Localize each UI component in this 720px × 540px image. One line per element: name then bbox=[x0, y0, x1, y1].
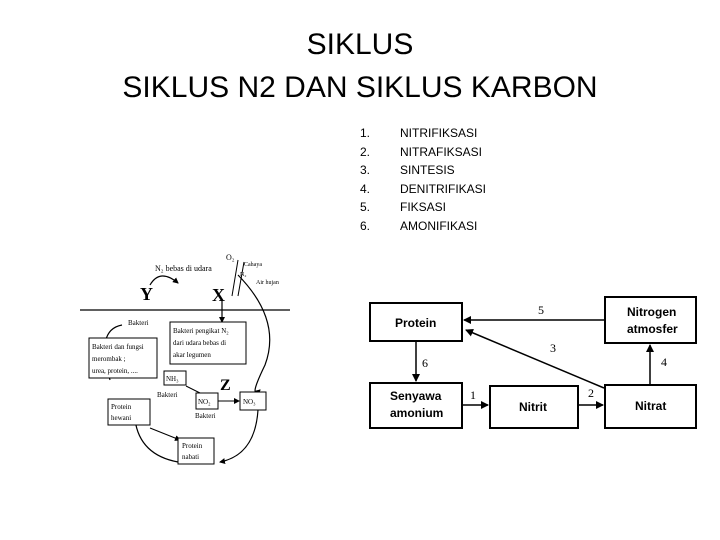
ammonium-box bbox=[369, 382, 463, 429]
protein-box bbox=[369, 302, 463, 342]
list-item: 6.AMONIFIKASI bbox=[360, 218, 478, 233]
list-item: 4.DENITRIFIKASI bbox=[360, 181, 487, 196]
y-label: Y bbox=[140, 284, 153, 304]
decomposer-box bbox=[88, 337, 158, 379]
x-label: X bbox=[212, 285, 225, 305]
ammonium-label: Senyawa bbox=[390, 389, 442, 403]
no2-label: NO₂ bbox=[198, 398, 211, 406]
rain-label: Air hujan bbox=[256, 280, 279, 286]
decomposer-text: urea, protein, .... bbox=[92, 367, 138, 375]
z-label: Z bbox=[220, 377, 231, 394]
protein-label: Protein bbox=[395, 316, 436, 330]
light-label: Cahaya bbox=[244, 262, 262, 268]
nitrogen-flow-chart: Protein Nitrogen atmosfer Senyawa amoniu… bbox=[369, 296, 697, 429]
list-item: 3.SINTESIS bbox=[360, 163, 455, 177]
nitrite-label: Nitrit bbox=[519, 400, 547, 414]
nitrite-box bbox=[489, 385, 579, 429]
animal-protein-label: Protein bbox=[111, 403, 132, 411]
bakteri-below-label: Bakteri bbox=[195, 412, 216, 420]
n2-small-label: N₂ bbox=[240, 272, 246, 278]
step-number: 6 bbox=[422, 356, 428, 370]
nitrogen-cycle-illustration: N₂ bebas di udara O₂ Cahaya N₂ Air hujan… bbox=[80, 253, 290, 465]
fixer-text: Bakteri pengikat N₂ bbox=[173, 327, 229, 335]
arrow-hewani-nabati bbox=[149, 427, 181, 441]
plant-protein-label: nabati bbox=[182, 453, 199, 461]
arrow-to-y bbox=[149, 275, 179, 286]
step-number: 1 bbox=[470, 388, 476, 402]
animal-protein-box bbox=[107, 398, 151, 426]
nh3-box bbox=[163, 370, 187, 386]
fixer-box bbox=[169, 321, 247, 365]
list-item: 1.NITRIFIKSASI bbox=[360, 126, 478, 140]
fixer-text: dari udara bebas di bbox=[173, 339, 226, 347]
no3-label: NO₃ bbox=[243, 398, 256, 406]
ammonium-label: amonium bbox=[390, 406, 443, 420]
decomposer-text: Bakteri dan fungsi bbox=[92, 343, 144, 351]
nitrogen-label: Nitrogen bbox=[627, 305, 676, 319]
step-number: 4 bbox=[661, 355, 667, 369]
decomposer-text: merombak ; bbox=[92, 355, 126, 363]
slide-title-line2: SIKLUS N2 DAN SIKLUS KARBON bbox=[122, 71, 598, 104]
step-number: 5 bbox=[538, 303, 544, 317]
n2-air-label: N₂ bebas di udara bbox=[155, 264, 212, 273]
plant-protein-box bbox=[177, 437, 215, 465]
step-number: 2 bbox=[588, 386, 594, 400]
cycle-arc-left bbox=[132, 419, 179, 463]
no2-box bbox=[195, 392, 219, 410]
rain-stroke bbox=[231, 259, 239, 297]
bacteria-label: Bakteri bbox=[128, 319, 149, 327]
rain-stroke bbox=[237, 261, 245, 297]
plant-protein-label: Protein bbox=[182, 442, 203, 450]
nitrogen-atmosphere-box bbox=[604, 296, 697, 344]
no3-box bbox=[239, 391, 267, 411]
nh3-label: NH₃ bbox=[166, 375, 179, 383]
cycle-arc-bottom bbox=[219, 409, 259, 464]
fixer-text: akar legumen bbox=[173, 351, 211, 359]
atmosphere-label: atmosfer bbox=[627, 322, 678, 336]
step-number: 3 bbox=[550, 341, 556, 355]
nitrate-label: Nitrat bbox=[635, 399, 666, 413]
cycle-arc-right bbox=[237, 274, 271, 396]
process-list: 1.NITRIFIKSASI 2.NITRAFIKSASI 3.SINTESIS… bbox=[360, 124, 486, 235]
list-item: 5.FIKSASI bbox=[360, 200, 447, 214]
animal-protein-label: hewani bbox=[111, 414, 131, 422]
list-item: 2.NITRAFIKSASI bbox=[360, 144, 483, 159]
o2-label: O₂ bbox=[226, 253, 235, 262]
arrow-3-synthesis bbox=[465, 329, 605, 389]
bakteri-left-label: Bakteri bbox=[157, 391, 178, 399]
nitrate-box bbox=[604, 384, 697, 429]
slide-title-line1: SIKLUS bbox=[306, 28, 414, 61]
